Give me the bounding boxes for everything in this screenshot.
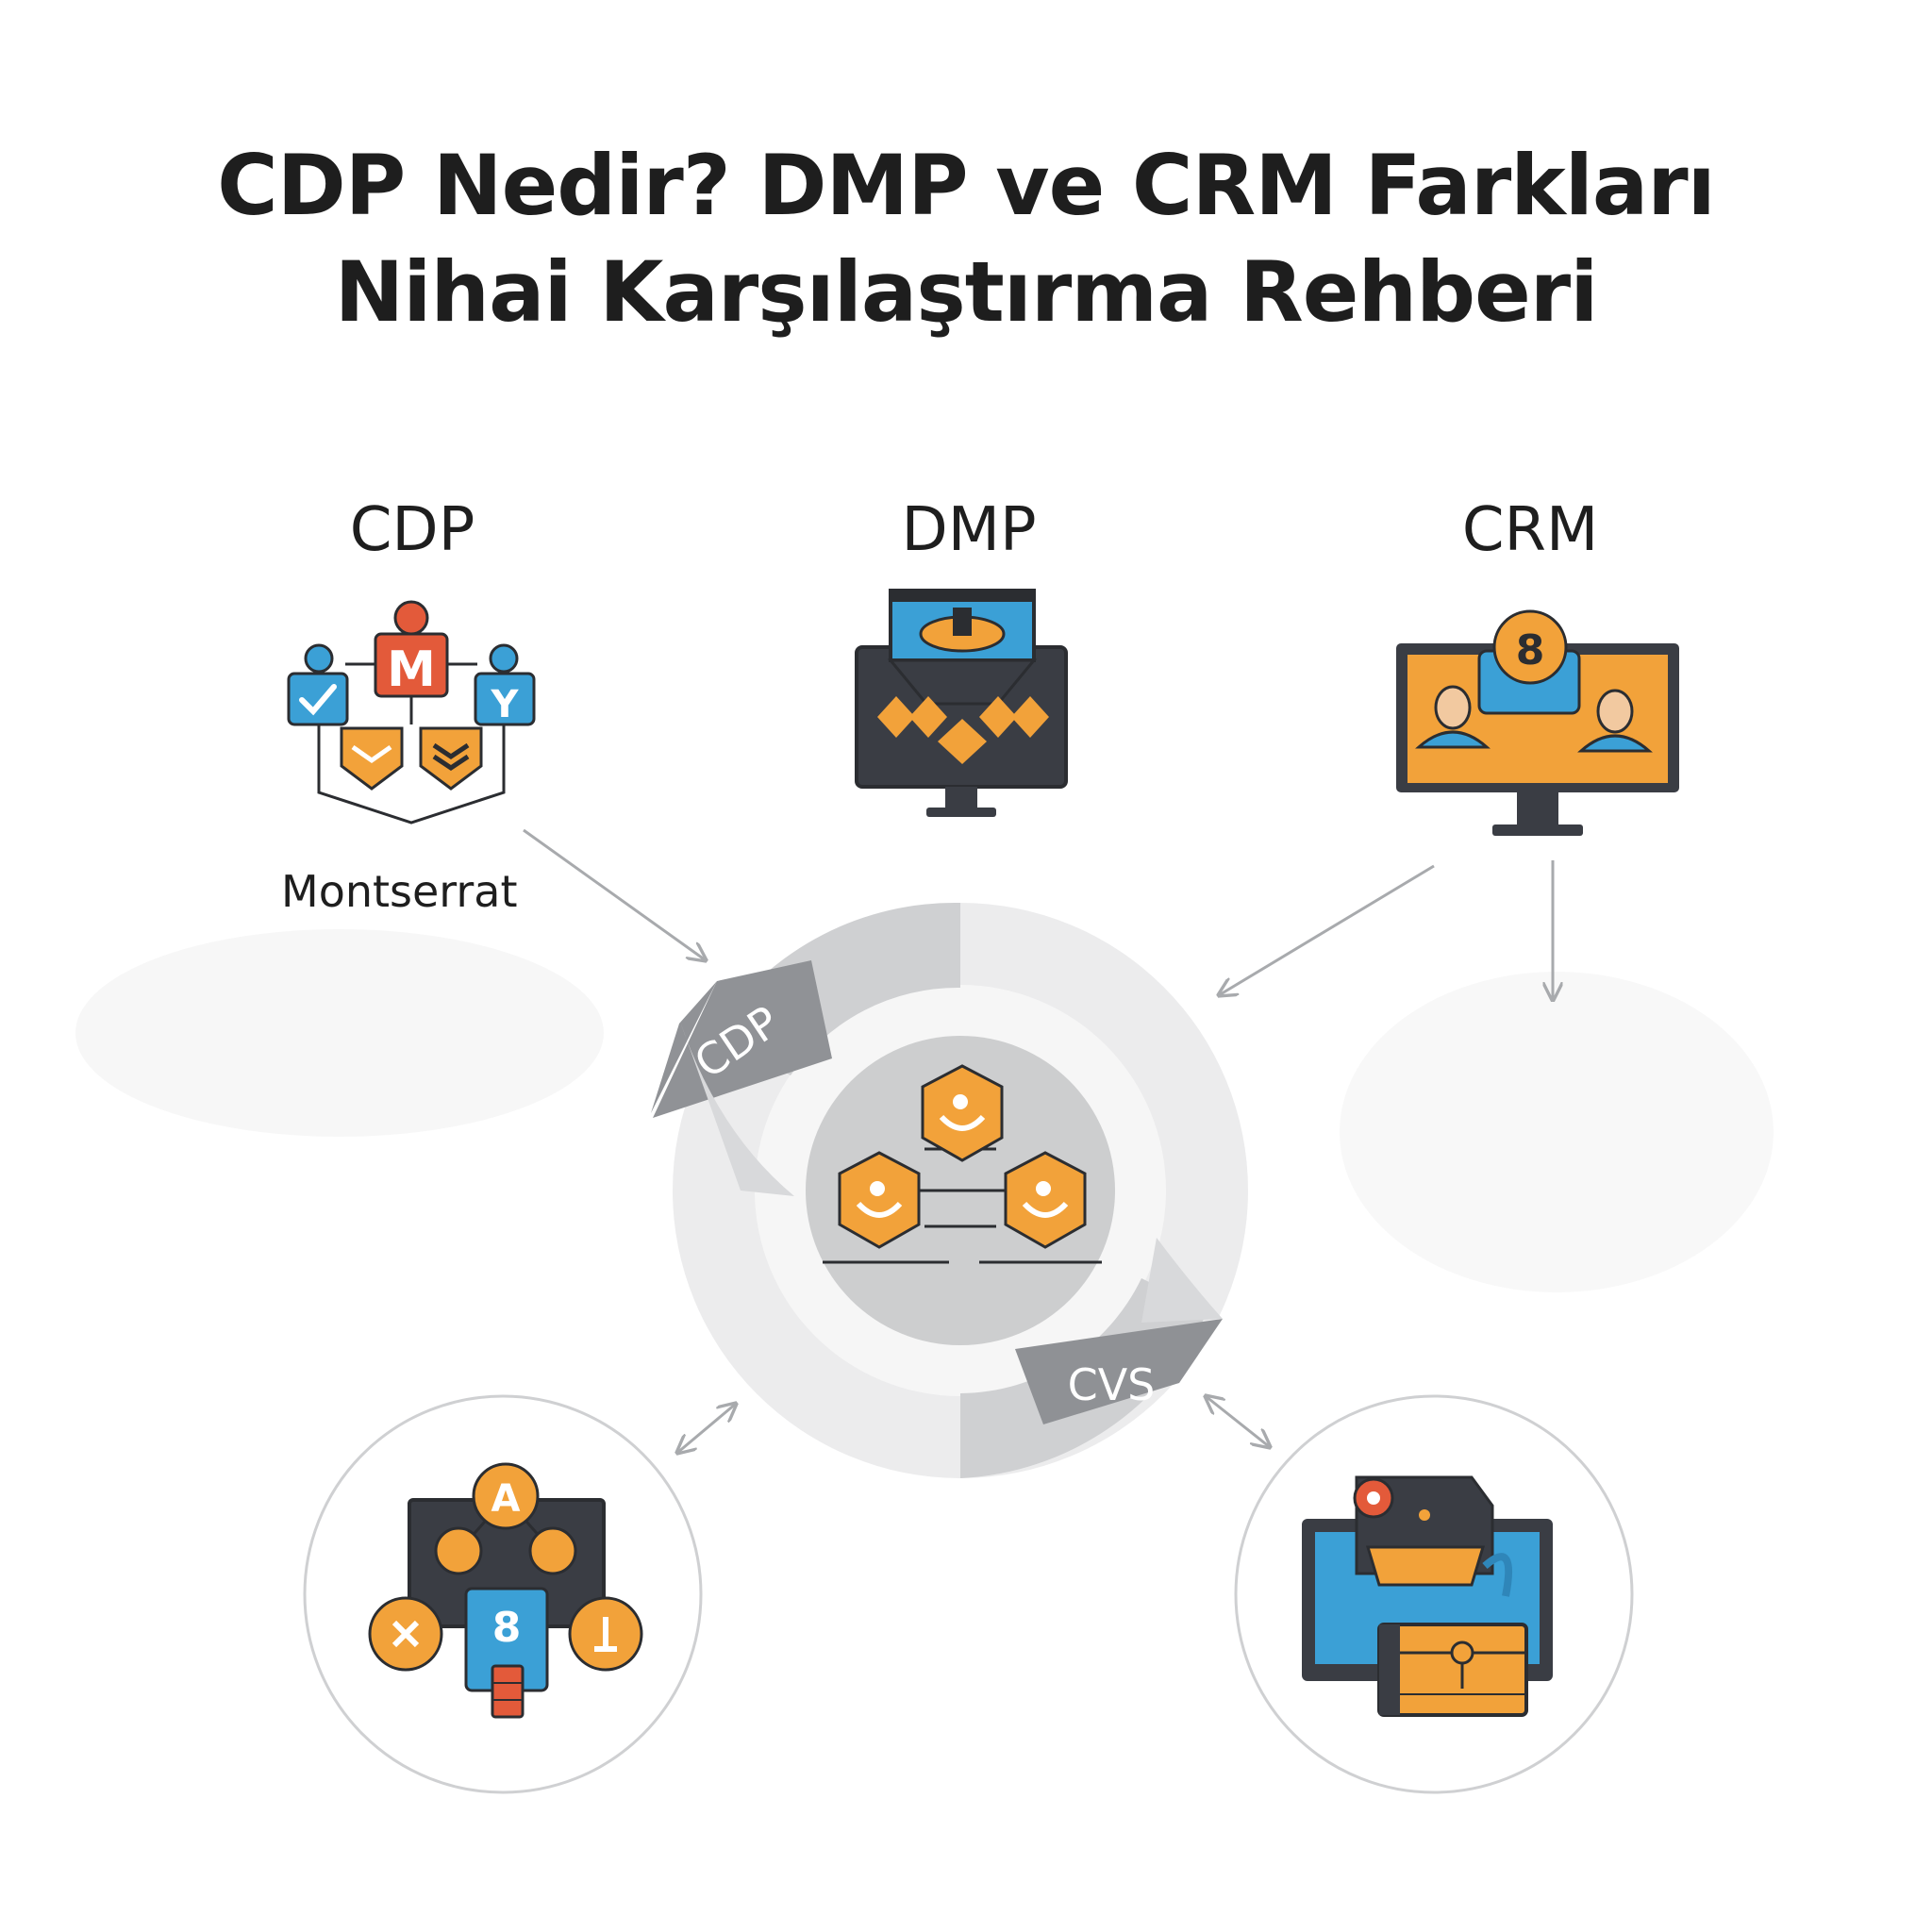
cdp-label: CDP	[349, 495, 475, 565]
cycle-segment-top	[653, 960, 832, 1118]
cdp-network-icon: M Y	[287, 600, 536, 824]
title-line-1: CDP Nedir? DMP ve CRM Farkları	[217, 137, 1716, 234]
hub-hexagon-right	[1004, 1151, 1087, 1249]
bottom-left-top-badge: A	[491, 1477, 521, 1521]
cycle-segment-bottom	[1015, 1319, 1223, 1424]
cdp-right-badge: Y	[491, 683, 520, 726]
crm-bubble-badge: 8	[1516, 626, 1545, 675]
background-blob-left	[75, 929, 604, 1137]
hub-hexagon-left	[838, 1151, 921, 1249]
bottom-left-node: A 8	[303, 1394, 703, 1794]
title-line-2: Nihai Karşılaştırma Rehberi	[334, 243, 1599, 341]
bottom-left-center-badge: 8	[492, 1604, 522, 1652]
background-blob-right	[1340, 972, 1774, 1292]
crm-label: CRM	[1461, 495, 1599, 565]
cdp-caption: Montserrat	[281, 866, 518, 917]
arrow-cycle-bottom-right	[1206, 1396, 1270, 1447]
cdp-center-badge: M	[387, 641, 436, 698]
hub-hexagon-top	[921, 1064, 1004, 1162]
cycle-segment-bottom-label: CVS	[1068, 1359, 1156, 1410]
crm-monitor-icon: 8	[1396, 609, 1679, 836]
arrow-cycle-bottom-left	[677, 1404, 736, 1453]
bottom-right-node	[1234, 1394, 1634, 1794]
arrow-cdp-to-cycle	[523, 828, 706, 960]
arrow-crm-to-cycle	[1219, 864, 1435, 995]
dmp-monitor-icon	[855, 589, 1068, 817]
central-cycle: CDP CVS	[651, 902, 1248, 1478]
dmp-label: DMP	[901, 495, 1037, 565]
